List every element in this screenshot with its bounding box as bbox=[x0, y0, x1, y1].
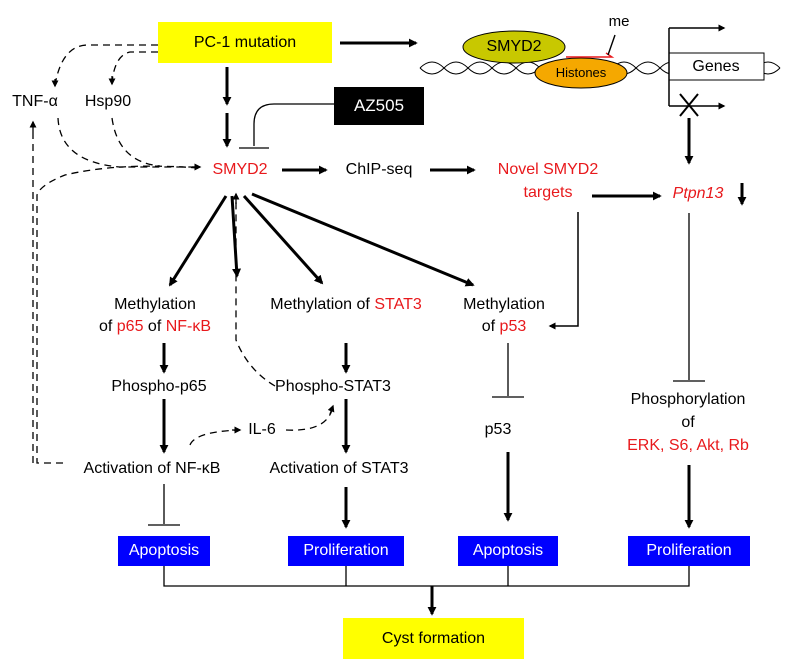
proliferation-box-2: Proliferation bbox=[628, 536, 750, 566]
chip-seq-label: ChIP-seq bbox=[345, 161, 413, 178]
methylation-p53-line2: of p53 bbox=[482, 317, 527, 336]
hsp90-label: Hsp90 bbox=[84, 93, 132, 110]
novel-targets-line2: targets bbox=[523, 184, 573, 201]
histones-ellipse bbox=[534, 57, 628, 89]
apoptosis-box-1: Apoptosis bbox=[118, 536, 210, 566]
tnf-alpha-label: TNF-α bbox=[12, 93, 58, 110]
genes-box bbox=[668, 52, 765, 81]
phosphorylation-line1: Phosphorylation bbox=[630, 391, 746, 408]
phosphorylation-line2: of bbox=[681, 414, 695, 431]
phospho-stat3-label: Phospho-STAT3 bbox=[275, 378, 391, 395]
methylation-p65-of: of bbox=[98, 318, 117, 335]
methylation-stat3-prefix: Methylation of bbox=[270, 296, 375, 313]
ptpn13-node: Ptpn13 bbox=[672, 185, 724, 202]
az505-box: AZ505 bbox=[334, 87, 424, 125]
methylation-p65-line2: of p65 of NF-κB bbox=[99, 317, 211, 336]
cyst-formation-box: Cyst formation bbox=[343, 618, 524, 659]
methylation-p53-of: of bbox=[481, 318, 500, 335]
phospho-p65-label: Phospho-p65 bbox=[111, 378, 207, 395]
methyl-mark bbox=[566, 52, 615, 58]
pc1-mutation-box: PC-1 mutation bbox=[158, 22, 332, 63]
methylation-p53-line1: Methylation bbox=[463, 296, 545, 313]
chromatin-histones-label: Histones bbox=[555, 65, 607, 80]
phosphorylation-targets: ERK, S6, Akt, Rb bbox=[627, 437, 749, 454]
methylation-p65-line1: Methylation bbox=[114, 296, 196, 313]
chromatin-smyd2-label: SMYD2 bbox=[486, 38, 542, 55]
nfkb-target: NF-κB bbox=[165, 318, 212, 335]
novel-targets-line1: Novel SMYD2 bbox=[497, 161, 599, 178]
apoptosis-box-2: Apoptosis bbox=[458, 536, 558, 566]
methyl-pointer bbox=[607, 34, 616, 56]
activation-nfkb-label: Activation of NF-κB bbox=[83, 460, 221, 477]
smyd2-ellipse bbox=[462, 30, 566, 64]
methyl-me-label: me bbox=[608, 13, 630, 30]
smyd2-node: SMYD2 bbox=[212, 161, 268, 178]
methylation-stat3-label: Methylation of STAT3 bbox=[270, 295, 421, 314]
genes-label: Genes bbox=[692, 58, 740, 75]
il6-label: IL-6 bbox=[248, 421, 276, 438]
activation-stat3-label: Activation of STAT3 bbox=[269, 460, 409, 477]
methylation-p65-of2: of bbox=[143, 318, 166, 335]
p65-target: p65 bbox=[116, 318, 144, 335]
p53-target: p53 bbox=[499, 318, 527, 335]
proliferation-box-1: Proliferation bbox=[288, 536, 404, 566]
stat3-target: STAT3 bbox=[374, 296, 422, 313]
p53-label: p53 bbox=[484, 421, 512, 438]
